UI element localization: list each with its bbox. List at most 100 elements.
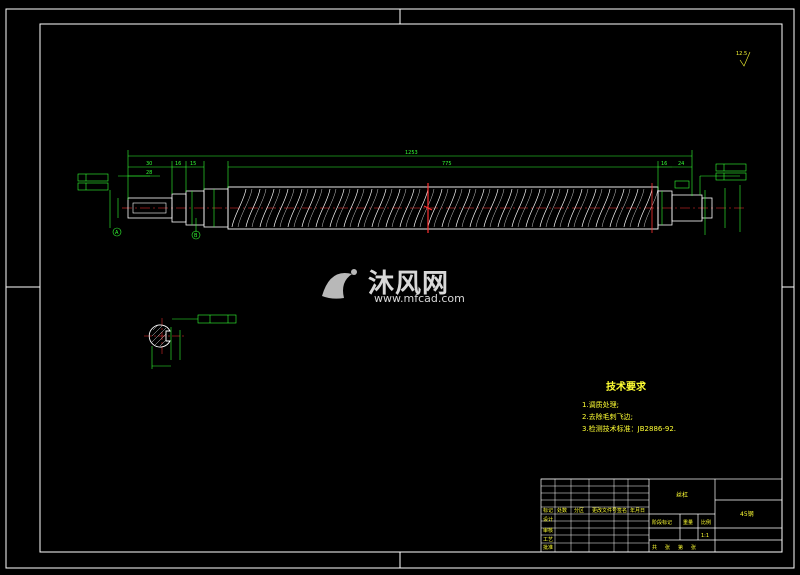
thread-crest (609, 188, 625, 228)
thread-crest (287, 188, 303, 228)
inner-frame (39, 23, 783, 553)
title-block-grid (541, 478, 649, 553)
thread-crest (231, 188, 247, 228)
tb-unit-4: 签名 (617, 507, 627, 514)
thread-crest (245, 188, 261, 228)
dim-overall: 1253 (405, 150, 418, 156)
tb-row-approve: 批准 (543, 544, 553, 551)
tb-row-design: 设计 (543, 516, 553, 523)
thread-crest (581, 188, 597, 228)
thread-crest (525, 188, 541, 228)
tech-item-2: 2.去除毛刺飞边; (582, 413, 634, 421)
thread-root (433, 188, 449, 228)
tb-unit-0: 标记 (543, 507, 553, 514)
dim-left-30: 30 (146, 161, 152, 167)
thread-crest (469, 188, 485, 228)
thread-crest (329, 188, 345, 228)
dim-left-28: 28 (146, 170, 152, 176)
thread-root (349, 188, 365, 228)
thread-root (265, 188, 281, 228)
section-hatch (151, 324, 167, 347)
thread-crest (497, 188, 513, 228)
surface-finish-value: 12.5 (736, 51, 747, 57)
thread-crest (553, 188, 569, 228)
thread-crest (357, 188, 373, 228)
thread-crest (427, 188, 443, 228)
tolerance-frames (77, 163, 747, 191)
tb-row-process: 工艺 (543, 537, 553, 543)
watermark-logo-icon (322, 269, 357, 299)
scale-value: 1:1 (701, 533, 709, 539)
thread-root (377, 188, 393, 228)
thread-root (643, 188, 659, 228)
keyway (132, 202, 167, 214)
datum-b-label: B (194, 233, 198, 239)
thread-root (321, 188, 337, 228)
thread-root (307, 188, 323, 228)
tb-sheet-1: 张 (665, 544, 670, 551)
thread-root (629, 188, 645, 228)
watermark-url: www.mfcad.com (374, 292, 465, 305)
thread-root (601, 188, 617, 228)
thread-root (405, 188, 421, 228)
thread-crest (315, 188, 331, 228)
tb-sheet-0: 共 (652, 544, 657, 551)
thread-crest (623, 188, 639, 228)
thread-crest (455, 188, 471, 228)
tech-item-3: 3.检测技术标准：JB2886-92. (582, 425, 677, 433)
dim-right-24: 24 (678, 161, 684, 167)
watermark-brand: 沐风网 (368, 269, 450, 299)
title-block-texts: 丝杠 45钢 1:1 标记 处数 分区 更改文件号 签名 年月日 设计 审核 工… (543, 491, 754, 551)
thread-crest (595, 188, 611, 228)
thread-crest (301, 188, 317, 228)
tb-weight: 重量 (683, 519, 693, 526)
thread-root (503, 188, 519, 228)
thread-root (279, 188, 295, 228)
thread-root (237, 188, 253, 228)
tb-unit-1: 处数 (557, 507, 567, 514)
dim-thread: 775 (442, 161, 452, 167)
thread-root (531, 188, 547, 228)
thread-root (545, 188, 561, 228)
tb-unit-3: 更改文件号 (592, 507, 617, 514)
keyway-section-view (144, 314, 237, 369)
thread-crest (483, 188, 499, 228)
thread-root (517, 188, 533, 228)
break-mark-tick (423, 205, 433, 211)
section-outline (148, 324, 171, 348)
thread-crest (413, 188, 429, 228)
thread-crest (385, 188, 401, 228)
thread-profile (231, 188, 659, 228)
thread-crest (399, 188, 415, 228)
thread-crest (441, 188, 457, 228)
tb-sheet-2: 第 (678, 544, 683, 551)
thread-root (391, 188, 407, 228)
dimension-lines (109, 150, 741, 235)
thread-root (615, 188, 631, 228)
thread-crest (567, 188, 583, 228)
title-block (540, 478, 783, 553)
thread-root (363, 188, 379, 228)
thread-root (447, 188, 463, 228)
thread-crest (637, 188, 653, 228)
thread-crest (511, 188, 527, 228)
tb-stage: 阶段标记 (652, 519, 672, 526)
dim-right-16: 16 (661, 161, 667, 167)
tb-unit-5: 年月日 (630, 507, 645, 514)
thread-root (293, 188, 309, 228)
thread-root (475, 188, 491, 228)
surface-finish-icon (739, 51, 751, 67)
datum-a-circle (112, 227, 122, 237)
watermark: 沐风网 www.mfcad.com (318, 262, 488, 308)
thread-crest (371, 188, 387, 228)
lead-screw-view: 1253 775 30 28 16 15 16 24 A B (77, 51, 751, 240)
dimension-texts: 1253 775 30 28 16 15 16 24 (146, 150, 684, 176)
thread-root (559, 188, 575, 228)
thread-crest (539, 188, 555, 228)
right-tip (701, 197, 713, 219)
thread-crest (343, 188, 359, 228)
tb-sheet-3: 张 (691, 544, 696, 551)
thread-root (489, 188, 505, 228)
tech-item-1: 1.调质处理; (582, 401, 620, 409)
